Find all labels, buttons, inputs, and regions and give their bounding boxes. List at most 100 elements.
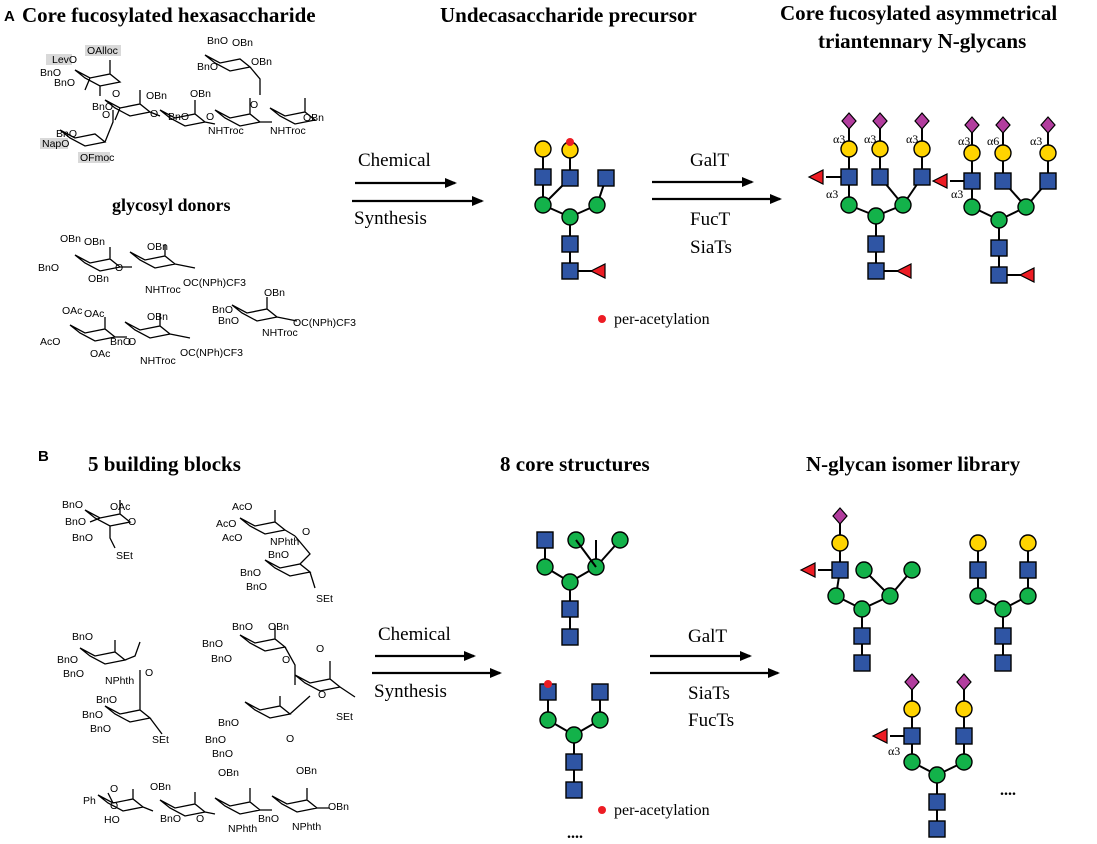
hexa-label-16: BnO (168, 111, 189, 123)
ellipsis-core-structures: .... (567, 825, 583, 842)
bb3-label-2: BnO (63, 668, 84, 680)
glycans-panel-b: α3 (536, 507, 1037, 838)
donor2-label-8: OC(NPh)CF3 (180, 347, 243, 359)
blue-square-icon (903, 727, 921, 745)
arrow-a1-label-bottom: Synthesis (354, 208, 427, 229)
arrow-b2-label-bottom: FucTs (688, 710, 734, 731)
arrow-b2-label-mid: SiaTs (688, 683, 730, 704)
title-5-building-blocks: 5 building blocks (88, 452, 241, 476)
red-triangle-icon (871, 728, 888, 744)
bb4-label-2: BnO (202, 638, 223, 650)
yellow-circle-icon (955, 700, 973, 718)
title-asymmetrical-1: Core fucosylated asymmetrical (780, 1, 1057, 25)
donor3-label-3: NHTroc (262, 327, 298, 339)
bb1-label-0: BnO (62, 499, 83, 511)
bb4-label-0: BnO (232, 621, 253, 633)
red-triangle-icon (807, 169, 824, 185)
blue-square-icon (561, 600, 579, 618)
green-circle-icon (853, 600, 871, 618)
blue-square-icon (561, 628, 579, 646)
bb5-label-6: O (196, 813, 204, 825)
green-circle-icon (894, 196, 912, 214)
ofmoc-highlight (78, 152, 110, 163)
green-circle-icon (1019, 587, 1037, 605)
blue-square-icon (955, 727, 973, 745)
green-circle-icon (840, 196, 858, 214)
blue-square-icon (963, 172, 981, 190)
donor1-label-4: O (115, 262, 123, 274)
blue-square-icon (565, 781, 583, 799)
title-8-core-structures: 8 core structures (500, 452, 650, 476)
hexa-label-11: O (150, 108, 158, 120)
bb4-label-3: BnO (211, 653, 232, 665)
oalloc-highlight (85, 45, 121, 56)
blue-square-icon (1019, 561, 1037, 579)
bb5-label-7: OBn (218, 767, 239, 779)
donor2-label-4: OAc (90, 348, 110, 360)
magenta-diamond-icon (964, 116, 980, 134)
donor2-label-5: BnO (110, 336, 131, 348)
bb4-label-1: OBn (268, 621, 289, 633)
hexa-label-2: BnO (40, 67, 61, 79)
bb4-label-10: O (318, 689, 326, 701)
magenta-diamond-icon (841, 112, 857, 130)
yellow-circle-icon (1039, 144, 1057, 162)
hexa-label-19: OFmoc (80, 152, 114, 164)
arrow-b2-label-top: GalT (688, 626, 727, 647)
blue-square-icon (561, 169, 579, 187)
panel-a-label: A (4, 8, 15, 25)
bb5-label-1: O (110, 783, 118, 795)
bb3-label-1: BnO (57, 654, 78, 666)
building-block-1: BnO OAc BnO BnO O SEt (62, 499, 136, 562)
yellow-circle-icon (963, 144, 981, 162)
linkage-a2: α3 (864, 132, 876, 146)
donor1-label-5: OBn (88, 273, 109, 285)
arrow-b1-label-bottom: Synthesis (374, 681, 447, 702)
donor-2-structure: OAc OAc OBn AcO OAc BnO O NHTroc OC(NPh)… (40, 305, 243, 367)
hexa-label-5: O (102, 109, 110, 121)
donor1-label-6: NHTroc (145, 284, 181, 296)
hexa-label-0: LevO (52, 54, 77, 66)
yellow-circle-icon (913, 140, 931, 158)
yellow-circle-icon (994, 144, 1012, 162)
bb3-label-4: O (145, 667, 153, 679)
bb5-label-0: Ph (83, 795, 96, 807)
bb1-label-2: BnO (65, 516, 86, 528)
red-triangle-icon (1018, 267, 1035, 283)
donor2-label-3: AcO (40, 336, 60, 348)
arrow-a1-label-top: Chemical (358, 150, 431, 171)
magenta-diamond-icon (995, 116, 1011, 134)
bb3-label-3: NPhth (105, 675, 134, 687)
title-n-glycan-isomer-library: N-glycan isomer library (806, 452, 1021, 476)
green-circle-icon (903, 753, 921, 771)
bb4-label-8: BnO (212, 748, 233, 760)
bb5-label-10: OBn (296, 765, 317, 777)
hexa-label-6: BnO (92, 101, 113, 113)
green-circle-icon (611, 531, 629, 549)
blue-square-icon (867, 262, 885, 280)
yellow-circle-icon (534, 140, 552, 158)
red-triangle-icon (799, 562, 816, 578)
yellow-circle-icon (871, 140, 889, 158)
green-circle-icon (994, 600, 1012, 618)
bb2-label-6: BnO (240, 567, 261, 579)
blue-square-icon (994, 172, 1012, 190)
bb2-label-1: AcO (216, 518, 236, 530)
bb2-label-2: AcO (222, 532, 242, 544)
blue-square-icon (928, 820, 946, 838)
building-block-5: Ph O O HO OBn BnO O OBn NPhth BnO OBn NP… (83, 765, 349, 835)
donor3-label-0: OBn (264, 287, 285, 299)
bb5-label-8: NPhth (228, 823, 257, 835)
green-circle-icon (903, 561, 921, 579)
green-circle-icon (565, 726, 583, 744)
blue-square-icon (969, 561, 987, 579)
donor2-label-0: OAc (62, 305, 82, 317)
levo-highlight (46, 54, 72, 65)
bb4-label-5: O (316, 643, 324, 655)
bb5-label-9: BnO (258, 813, 279, 825)
bb4-label-4: O (282, 654, 290, 666)
green-circle-icon (561, 208, 579, 226)
green-circle-icon (1017, 198, 1035, 216)
green-circle-icon (881, 587, 899, 605)
